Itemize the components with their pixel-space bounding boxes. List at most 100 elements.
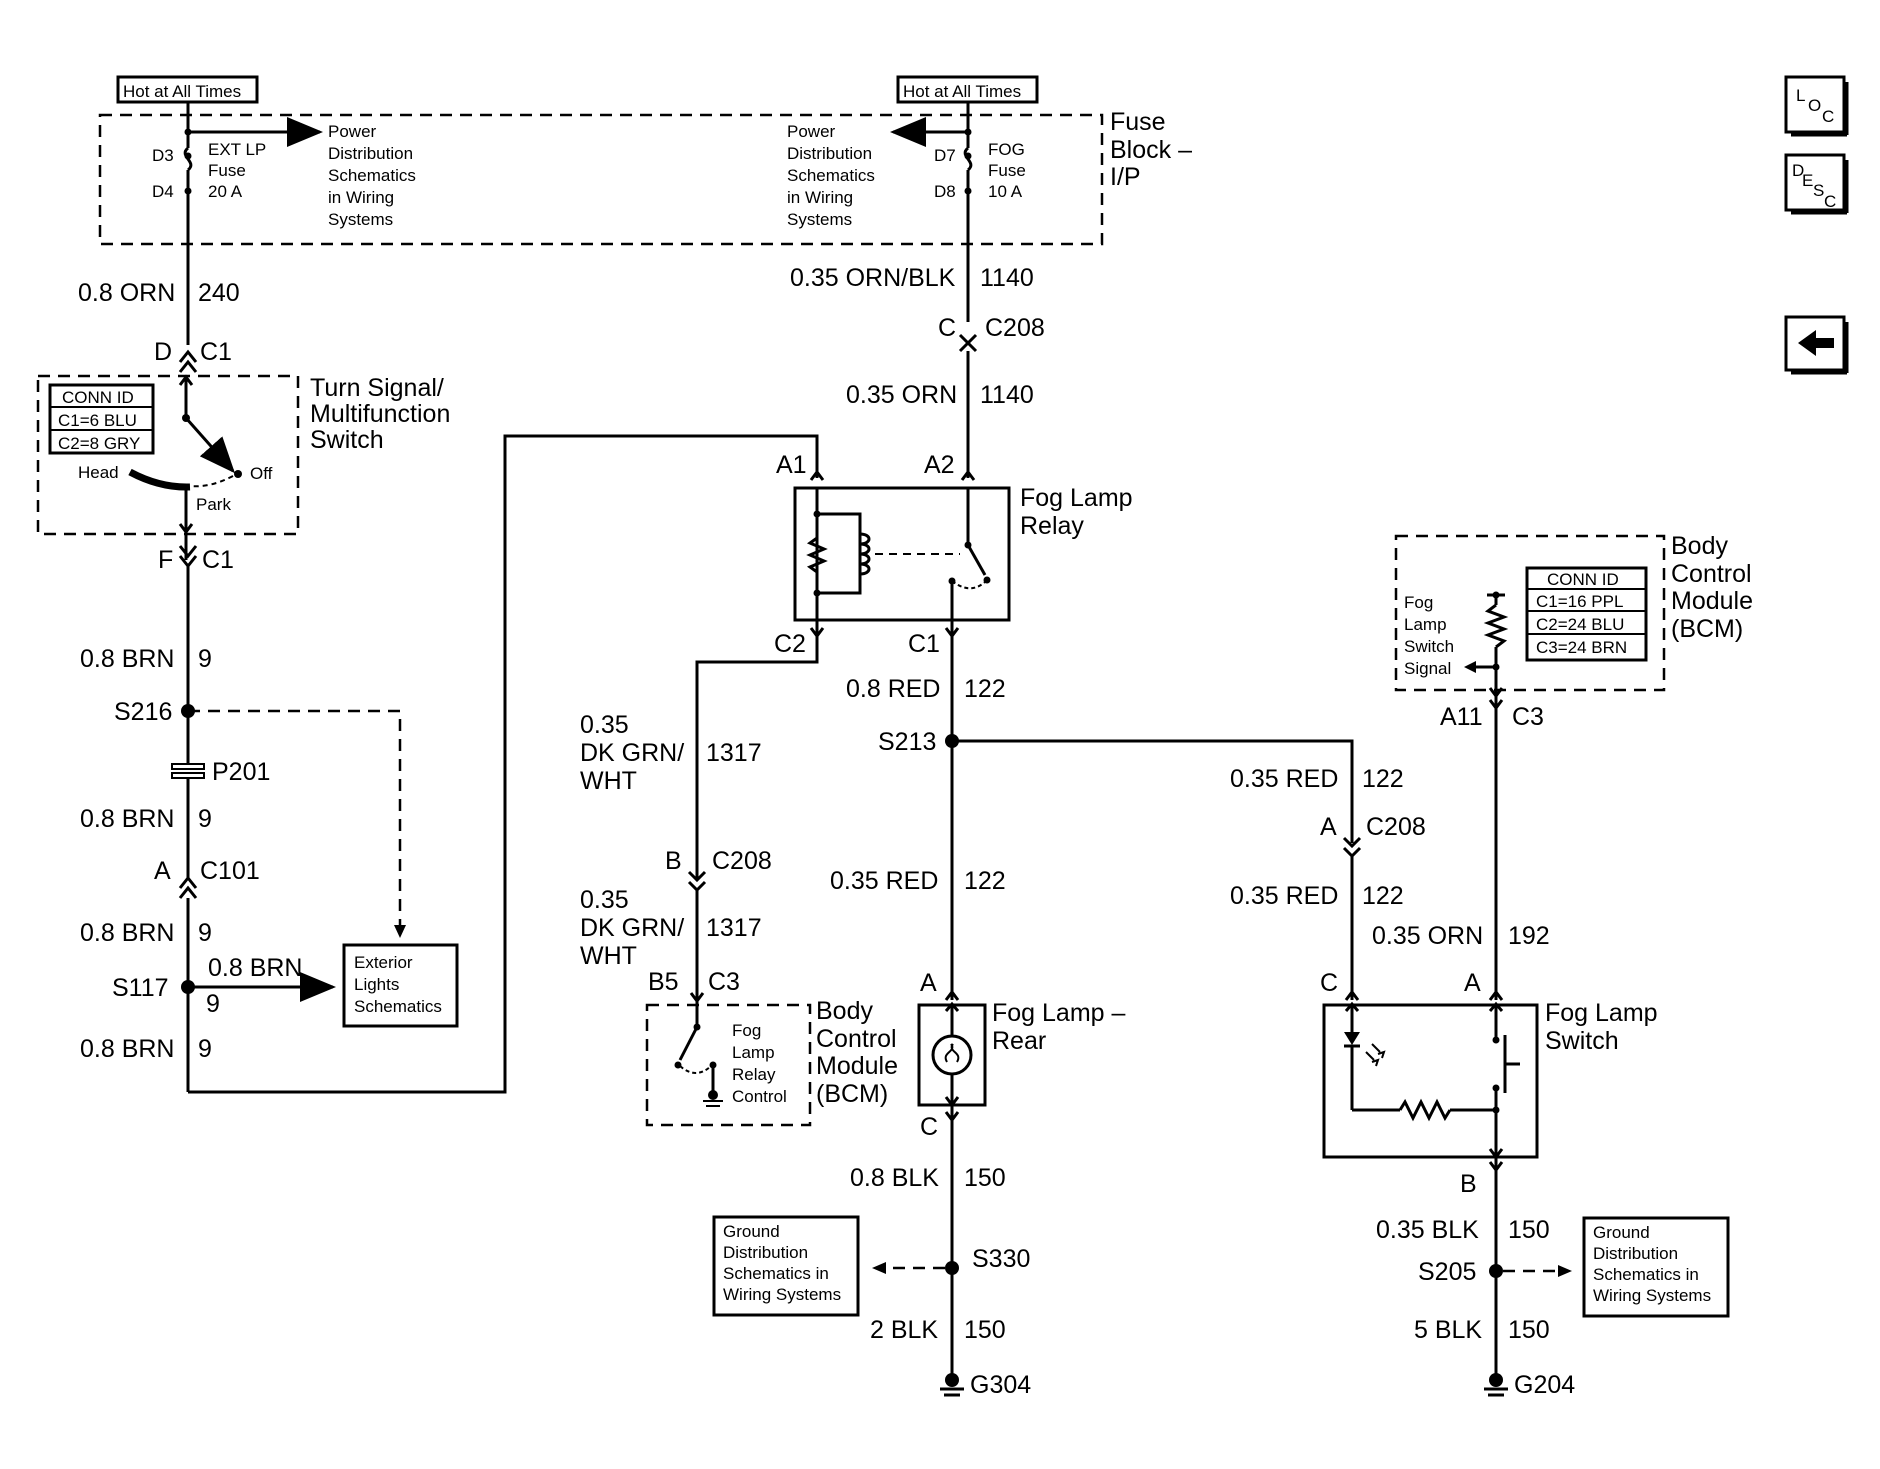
fuse-block-outline: [98, 113, 1104, 246]
ext-fuse-label: EXT LP Fuse 20 A: [208, 140, 271, 201]
s117-label: S117: [112, 974, 169, 1002]
wire-150c-circuit: 150: [1508, 1216, 1550, 1244]
rear-lamp-pin-c: C: [920, 1113, 938, 1141]
g204-label: G204: [1514, 1371, 1575, 1399]
wire-122b-gauge: 0.35 RED: [830, 867, 938, 895]
s205-label: S205: [1418, 1258, 1476, 1286]
bcm-left-outline: [645, 1003, 812, 1127]
wire-1140b-gauge: 0.35 ORN: [846, 381, 957, 409]
desc-letter-e: E: [1802, 171, 1813, 190]
bcm-conn-id-c3: C3=24 BRN: [1536, 638, 1627, 657]
exterior-lights-label: Exterior Lights Schematics: [354, 953, 442, 1016]
wire-9e-gauge: 0.8 BRN: [80, 1035, 174, 1063]
wire-150b-circuit: 150: [964, 1316, 1006, 1344]
wire-122b-circuit: 122: [964, 867, 1006, 895]
bcm-conn-id-c2: C2=24 BLU: [1536, 615, 1624, 634]
rear-lamp-pin-a: A: [920, 969, 937, 997]
wire-1317a-circuit: 1317: [706, 739, 762, 767]
bcm-ground-icon: [708, 1090, 718, 1100]
bcm-conn-id-title: CONN ID: [1547, 570, 1619, 589]
wire-9a-circuit: 9: [198, 645, 212, 673]
ground-dist-left-box: [712, 1215, 860, 1317]
s213-label: S213: [878, 728, 936, 756]
relay-pin-c2: C2: [774, 630, 806, 658]
relay-contact-icon: [966, 544, 987, 576]
back-arrow-icon: [1798, 330, 1834, 356]
bcm-pullup-resistor-icon: [1483, 603, 1509, 649]
off-label: Off: [250, 464, 273, 483]
wire-150d-gauge: 5 BLK: [1414, 1316, 1482, 1344]
fog-switch-pin-a: A: [1464, 969, 1481, 997]
c208-mid-connector: C208: [712, 847, 772, 875]
c1-bottom-pin: F: [158, 546, 173, 574]
relay-pin-a1: A1: [776, 451, 807, 479]
splice-s330: [945, 1261, 959, 1275]
c208-mid-pin: B: [665, 847, 682, 875]
right-hot-label: Hot at All Times: [903, 82, 1021, 101]
left-hot-box: [116, 75, 259, 104]
wire-150b-gauge: 2 BLK: [870, 1316, 938, 1344]
wire-1317a-gauge: 0.35 DK GRN/ WHT: [580, 711, 691, 795]
wire-1317b-circuit: 1317: [706, 914, 762, 942]
relay-coil-icon: [859, 532, 871, 576]
loc-letter-l: L: [1796, 86, 1805, 105]
fog-lamp-switch-title: Fog Lamp Switch: [1545, 999, 1665, 1055]
fog-lamp-switch-box: [1322, 1003, 1539, 1159]
wire-192-gauge: 0.35 ORN: [1372, 922, 1483, 950]
bcm-pin-a11: A11: [1440, 703, 1483, 731]
wire-122a-gauge: 0.8 RED: [846, 675, 940, 703]
loc-button[interactable]: L O C: [1784, 75, 1849, 137]
park-label: Park: [196, 495, 231, 514]
c208-right-connector: C208: [1366, 813, 1426, 841]
head-label: Head: [78, 463, 119, 482]
c1-bottom-connector: C1: [202, 546, 234, 574]
back-button[interactable]: [1784, 315, 1849, 375]
ground-dist-left-label: Ground Distribution Schematics in Wiring…: [723, 1222, 841, 1304]
s330-label: S330: [972, 1245, 1030, 1273]
wire-122c-circuit: 122: [1362, 765, 1404, 793]
bcm-connector-c3: C3: [708, 968, 740, 996]
c1-top-pin: D: [154, 338, 172, 366]
head-park-contact: [128, 468, 191, 491]
desc-letter-c: C: [1824, 192, 1836, 211]
wire-9a-gauge: 0.8 BRN: [80, 645, 174, 673]
turn-signal-switch-outline: [36, 374, 300, 536]
desc-button[interactable]: D E S C: [1784, 153, 1849, 215]
relay-pin-a2: A2: [924, 451, 955, 479]
bcm-right-outline: [1394, 534, 1666, 692]
bcm-relay-control-switch: [678, 1026, 699, 1061]
wire-9b-gauge: 0.8 BRN: [80, 805, 174, 833]
pds-right-label: Power Distribution Schematics in Wiring …: [787, 122, 880, 229]
wire-1140b-circuit: 1140: [980, 381, 1034, 409]
wire-9c-gauge: 0.8 BRN: [80, 919, 174, 947]
wire-122d-gauge: 0.35 RED: [1230, 882, 1338, 910]
bcm-right-small-label: Fog Lamp Switch Signal: [1404, 593, 1459, 678]
ext-fuse-pin-out: D4: [152, 182, 174, 201]
switch-resistor-icon: [1398, 1098, 1452, 1122]
bcm-conn-id-c1: C1=16 PPL: [1536, 592, 1623, 611]
wire-1317b-gauge: 0.35 DK GRN/ WHT: [580, 886, 691, 970]
ground-dist-right-label: Ground Distribution Schematics in Wiring…: [1593, 1223, 1711, 1305]
c1-top-connector: C1: [200, 338, 232, 366]
wire-1140a-circuit: 1140: [980, 264, 1034, 292]
bcm-conn-id-box: [1525, 566, 1648, 662]
left-hot-label: Hot at All Times: [123, 82, 241, 101]
fog-switch-pin-c: C: [1320, 969, 1338, 997]
splice-s205: [1489, 1264, 1503, 1278]
wire-150c-gauge: 0.35 BLK: [1376, 1216, 1479, 1244]
fog-fuse-label: FOG Fuse 10 A: [988, 140, 1031, 201]
wire-9e-circuit: 9: [198, 1035, 212, 1063]
fuse-block-title: Fuse Block – I/P: [1110, 108, 1199, 191]
g304-label: G304: [970, 1371, 1031, 1399]
wire-150d-circuit: 150: [1508, 1316, 1550, 1344]
wire-240-gauge: 0.8 ORN: [78, 279, 175, 307]
switch-conn-id-c2: C2=8 GRY: [58, 434, 140, 453]
fog-lamp-bulb-icon: [931, 1034, 973, 1076]
loc-letter-c: C: [1822, 107, 1834, 126]
ground-g204-icon: [1489, 1373, 1503, 1387]
bcm-connector-c3-right: C3: [1512, 703, 1544, 731]
wire-122d-circuit: 122: [1362, 882, 1404, 910]
switch-conn-id-c1: C1=6 BLU: [58, 411, 137, 430]
